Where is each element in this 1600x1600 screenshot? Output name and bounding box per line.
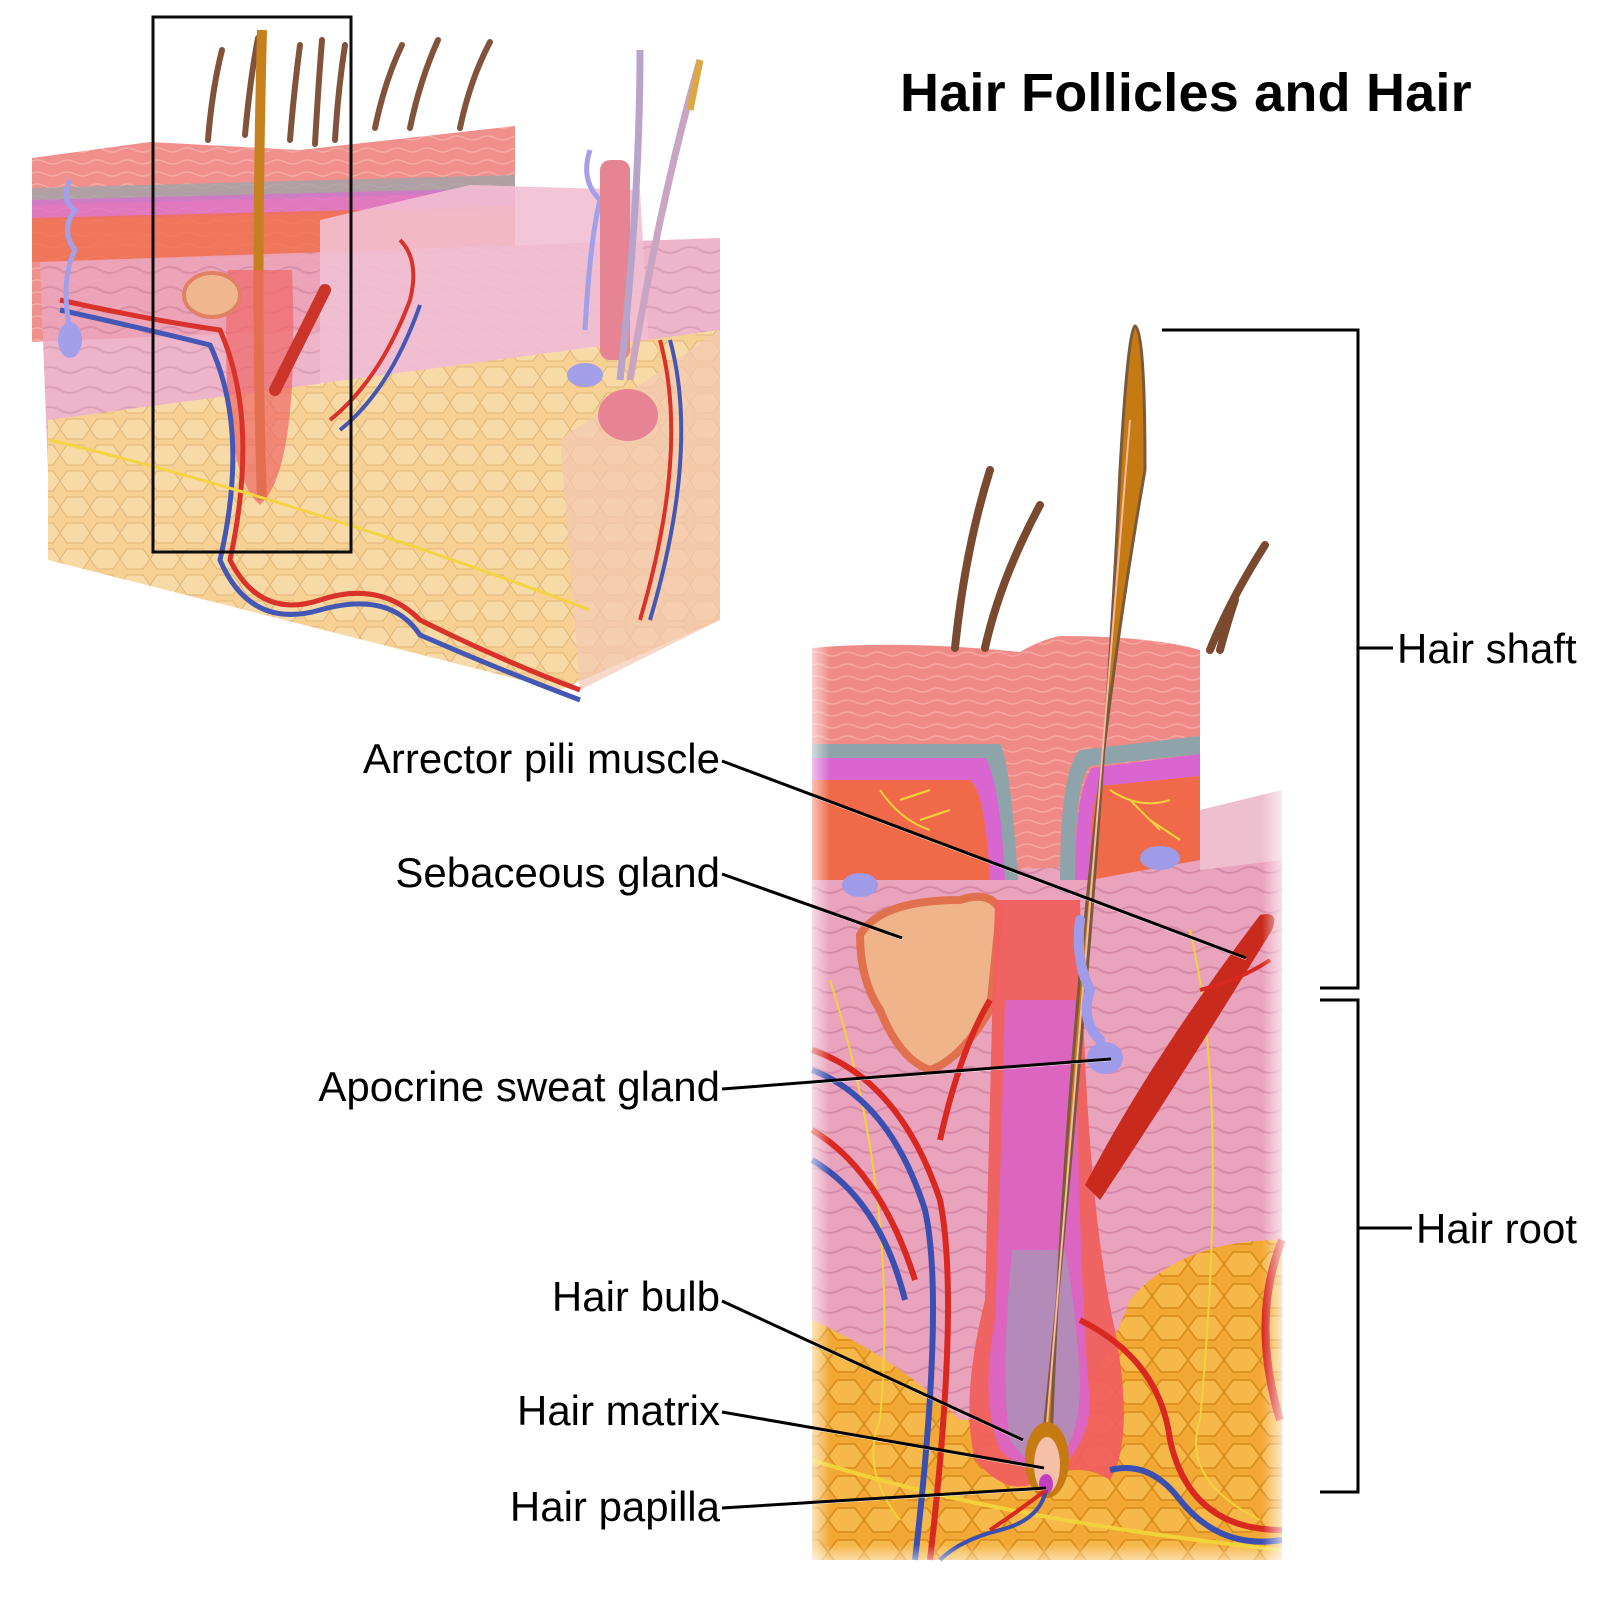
inset-skin-block bbox=[32, 15, 720, 703]
label-hair-shaft: Hair shaft bbox=[1397, 625, 1577, 672]
leader-line-hair-bulb bbox=[721, 1299, 1024, 1442]
leader-line-hair-papilla bbox=[721, 1486, 1047, 1510]
label-arrector-pili-muscle: Arrector pili muscle bbox=[362, 735, 720, 782]
label-apocrine-sweat-gland: Apocrine sweat gland bbox=[318, 1063, 720, 1110]
leader-line-arrector-pili-muscle bbox=[721, 759, 1247, 960]
leader-line-hair-matrix bbox=[721, 1410, 1045, 1470]
label-hair-bulb: Hair bulb bbox=[551, 1273, 720, 1320]
diagram-title: Hair Follicles and Hair bbox=[900, 63, 1472, 123]
label-hair-root: Hair root bbox=[1416, 1205, 1578, 1252]
label-hair-papilla: Hair papilla bbox=[509, 1483, 720, 1530]
leader-line-sebaceous-gland bbox=[721, 872, 903, 940]
leader-lines bbox=[721, 759, 1247, 1510]
main-follicle-section bbox=[800, 324, 1300, 1575]
label-sebaceous-gland: Sebaceous gland bbox=[395, 849, 720, 896]
bracket-hair-root bbox=[1320, 998, 1412, 1494]
leader-line-apocrine-sweat-gland bbox=[721, 1057, 1112, 1091]
brackets bbox=[1162, 328, 1412, 1494]
label-hair-matrix: Hair matrix bbox=[516, 1387, 720, 1434]
inset-highlight-box bbox=[151, 15, 353, 554]
bracket-hair-shaft bbox=[1162, 328, 1393, 990]
